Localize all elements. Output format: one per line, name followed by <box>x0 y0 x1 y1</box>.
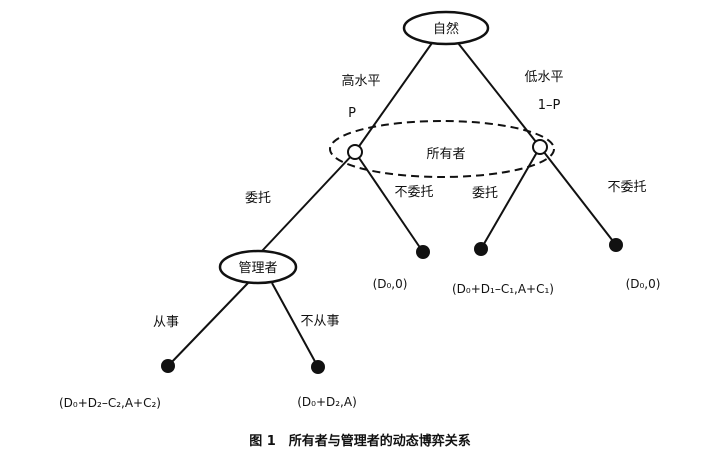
edge-manager-engage <box>167 282 249 367</box>
edge-label-engage: 从事 <box>153 315 179 330</box>
edge-nature-to-owner-high <box>354 42 433 153</box>
edge-label-low: 低水平 <box>524 70 563 85</box>
terminal-node-not-engage <box>311 360 325 374</box>
payoff-right-not-delegate: (D₀,0) <box>626 277 661 291</box>
edge-owner-left-delegate <box>261 151 356 252</box>
manager-node-label: 管理者 <box>238 261 277 276</box>
edge-owner-right-not-delegate <box>539 146 617 246</box>
terminal-node-right-not-delegate <box>609 238 623 252</box>
edge-label-left-not-delegate: 不委托 <box>394 185 433 200</box>
edge-label-right-not-delegate: 不委托 <box>607 180 646 195</box>
owner-information-set <box>329 120 555 178</box>
edge-owner-right-delegate <box>480 146 541 250</box>
terminal-node-left-not-delegate <box>416 245 430 259</box>
payoff-right-delegate: (D₀+D₁–C₁,A+C₁) <box>452 282 554 296</box>
edge-label-high-prob: P <box>348 106 356 121</box>
edge-label-right-delegate: 委托 <box>472 186 498 201</box>
nature-node-label: 自然 <box>433 21 459 37</box>
owner-node-high <box>347 144 363 160</box>
nature-node <box>402 10 490 46</box>
payoff-left-not-delegate: (D₀,0) <box>373 277 408 291</box>
manager-node <box>218 249 298 285</box>
payoff-not-engage: (D₀+D₂,A) <box>297 395 357 409</box>
edge-manager-not-engage <box>271 282 319 368</box>
edge-label-low-prob: 1–P <box>538 98 561 113</box>
owner-label: 所有者 <box>426 147 465 162</box>
figure-caption: 图 1 所有者与管理者的动态博弈关系 <box>249 433 471 449</box>
terminal-node-right-delegate <box>474 242 488 256</box>
owner-node-low <box>532 139 548 155</box>
edge-label-not-engage: 不从事 <box>300 314 339 329</box>
edge-owner-left-not-delegate <box>354 151 424 253</box>
payoff-engage: (D₀+D₂–C₂,A+C₂) <box>59 396 161 410</box>
edge-label-high: 高水平 <box>341 73 380 89</box>
terminal-node-engage <box>161 359 175 373</box>
edge-label-left-delegate: 委托 <box>245 191 271 206</box>
